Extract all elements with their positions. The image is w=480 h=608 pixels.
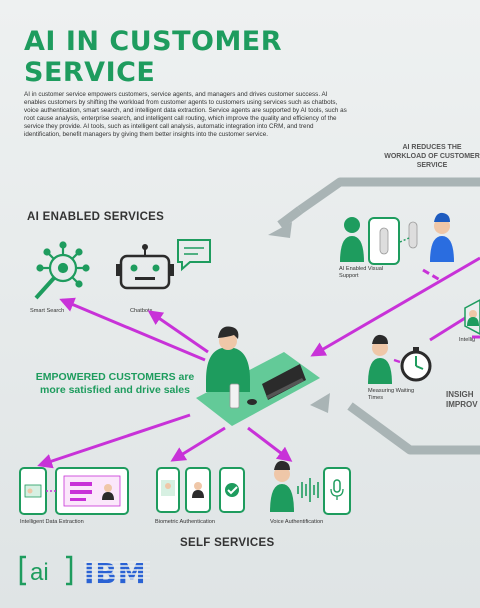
chatbots-label: Chatbots <box>130 308 153 314</box>
intelligent-partial-label: Intellig <box>459 337 476 343</box>
ai-enabled-services-heading: AI ENABLED SERVICES <box>27 211 165 223</box>
workload-frame <box>268 177 480 455</box>
self-services-heading: SELF SERVICES <box>180 537 275 549</box>
voice-auth-label: Voice Authentification <box>270 519 324 525</box>
ibm-logo: IBM <box>84 557 150 590</box>
waiting-times-icon <box>368 334 432 384</box>
empowered-customers-text: EMPOWERED CUSTOMERS are more satisfied a… <box>35 371 195 396</box>
workload-heading: AI REDUCES THE WORKLOAD OF CUSTOMER SERV… <box>384 144 480 169</box>
intro-paragraph: AI in customer service empowers customer… <box>24 91 347 138</box>
magenta-arrows <box>37 256 480 469</box>
intelligent-routing-icon <box>464 299 480 335</box>
voice-auth-icon <box>270 460 351 515</box>
page-title: AI IN CUSTOMER SERVICE <box>24 26 324 88</box>
data-extraction-label: Intelligent Data Extraction <box>20 519 84 525</box>
smart-search-icon <box>34 241 90 300</box>
ai-logo-text: ai <box>30 559 49 586</box>
biometric-icon <box>156 467 245 513</box>
ai-logo: ai <box>19 555 73 586</box>
visual-support-label: AI Enabled Visual Support <box>339 266 384 279</box>
waiting-times-label: Measuring Waiting Times <box>368 388 415 401</box>
biometric-label: Biometric Authentication <box>155 519 216 525</box>
visual-support-icon <box>340 212 454 265</box>
smart-search-label: Smart Search <box>30 308 65 314</box>
agent-desk-illustration <box>196 326 320 426</box>
title-line-1: AI IN CUSTOMER <box>24 26 283 57</box>
title-line-2: SERVICE <box>24 57 156 88</box>
insights-heading: INSIGH IMPROV <box>446 390 478 409</box>
data-extraction-icon <box>19 467 129 515</box>
chatbot-icon <box>116 239 211 290</box>
